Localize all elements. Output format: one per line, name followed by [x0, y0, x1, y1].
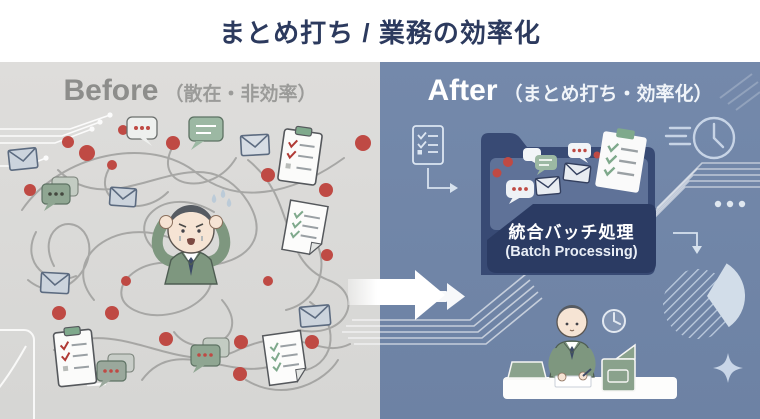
- clipboard-checklist-icon: [52, 325, 98, 388]
- flow-arrow-icon: [673, 232, 702, 254]
- document-checklist-icon: [261, 329, 307, 387]
- folder-label-en: (Batch Processing): [505, 243, 638, 260]
- before-heading: Before: [63, 74, 159, 107]
- three-dots-icon: [714, 200, 746, 208]
- page-title: まとめ打ち / 業務の効率化: [219, 17, 541, 48]
- sweat-drops-icon: [211, 189, 232, 207]
- red-dots: [492, 151, 601, 178]
- chat-bubble-icon: [506, 180, 534, 204]
- chat-bubble-icon: [568, 143, 591, 163]
- document-checklist-icon: [281, 199, 329, 256]
- after-heading: After: [427, 74, 498, 107]
- checklist-icon: [412, 125, 444, 165]
- after-panel: After （まとめ打ち・効率化）: [380, 62, 760, 419]
- clock-icon: [664, 116, 736, 160]
- chart-frame-icon: [0, 329, 35, 419]
- circuit-trace-icon: [0, 112, 113, 167]
- sparkle-icon: [713, 353, 743, 383]
- after-illustration: [380, 73, 760, 399]
- comparison-panels: Before （散在・非効率）: [0, 62, 760, 419]
- clipboard-checklist-icon: [277, 125, 323, 186]
- before-heading-row: Before （散在・非効率）: [0, 74, 380, 108]
- circuit-lines: [380, 273, 543, 345]
- folder-label-jp: 統合バッチ処理: [508, 222, 635, 242]
- after-heading-note: （まとめ打ち・効率化）: [503, 84, 713, 105]
- red-dots: [24, 125, 371, 381]
- calm-worker-illustration: [503, 305, 677, 399]
- chat-bubble-icon: [190, 337, 230, 373]
- chat-bubble-icon: [535, 155, 557, 175]
- folder-label: 統合バッチ処理 (Batch Processing): [487, 204, 656, 273]
- chat-bubble-icon: [188, 116, 224, 150]
- envelope-icon: [298, 304, 332, 328]
- folder-front: [487, 204, 656, 273]
- clipboard-checklist-icon: [595, 128, 647, 193]
- envelope-icon: [108, 186, 138, 208]
- stressed-worker-illustration: [151, 189, 232, 285]
- before-panel: Before （散在・非効率）: [0, 62, 380, 419]
- title-bar: まとめ打ち / 業務の効率化: [0, 0, 760, 62]
- chat-bubble-icon: [126, 116, 158, 146]
- corner-diagonals: [719, 73, 760, 111]
- flow-arrow-icon: [427, 168, 458, 193]
- transition-arrow-icon: [348, 270, 445, 320]
- chat-bubble-icon: [96, 353, 135, 388]
- envelope-icon: [7, 146, 39, 172]
- circuit-lines: [342, 319, 380, 345]
- envelope-icon: [39, 271, 71, 295]
- before-illustration: [0, 112, 380, 419]
- envelope-icon: [562, 162, 592, 184]
- envelope-icon: [239, 133, 271, 157]
- before-heading-note: （散在・非効率）: [164, 84, 317, 105]
- clock-icon: [602, 309, 626, 333]
- laptop-icon: [504, 361, 550, 380]
- file-organizer-icon: [601, 343, 636, 392]
- pie-chart-icon: [663, 263, 746, 339]
- after-heading-row: After （まとめ打ち・効率化）: [380, 74, 760, 108]
- circuit-lines: [639, 162, 760, 233]
- envelope-icon: [534, 175, 562, 197]
- chat-bubble-icon: [41, 176, 79, 211]
